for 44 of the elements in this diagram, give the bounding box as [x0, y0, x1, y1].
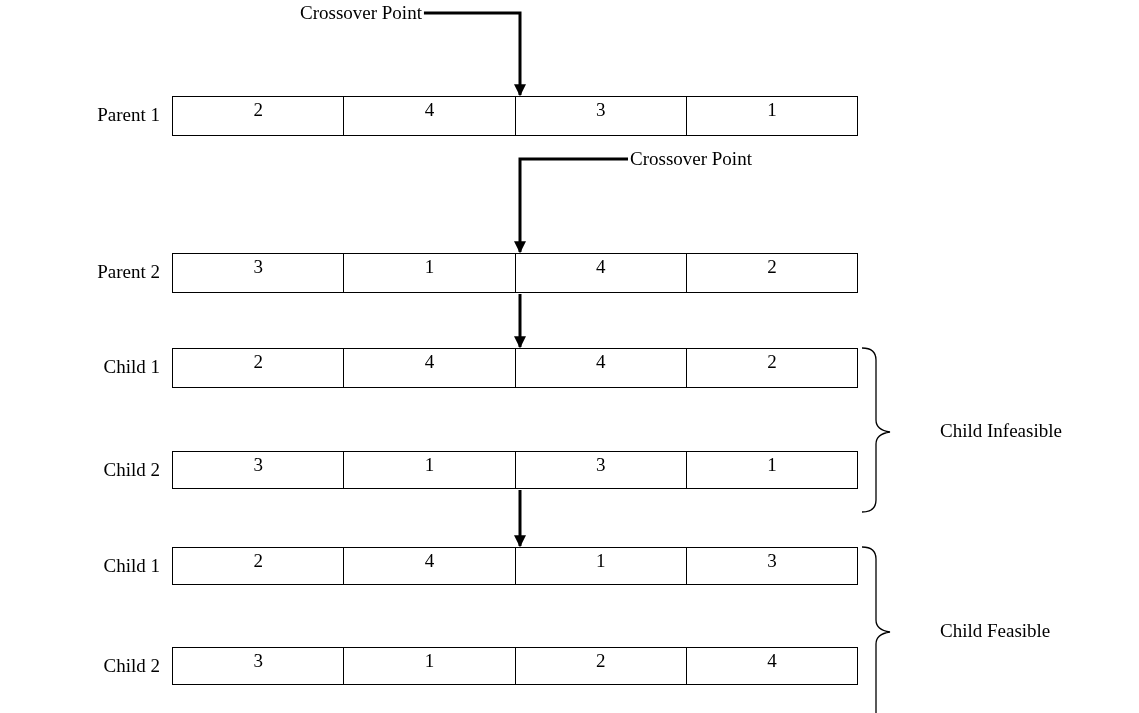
gene-value: 4: [514, 349, 686, 387]
row-label: Parent 1: [97, 104, 160, 126]
row-label: Parent 2: [97, 261, 160, 283]
gene-value: 1: [514, 548, 686, 584]
gene-value: 3: [252, 453, 264, 477]
gene-value: 4: [343, 548, 515, 584]
gene-value: 1: [685, 97, 857, 135]
gene-value: 3: [514, 452, 686, 488]
bracket-label: Child Infeasible: [940, 420, 1062, 442]
gene-value: 2: [252, 549, 264, 573]
gene-value: 3: [252, 649, 264, 673]
gene-value: 4: [343, 349, 515, 387]
gene-row: [172, 547, 858, 585]
gene-value: 4: [343, 97, 515, 135]
row-label: Child 1: [103, 356, 160, 378]
gene-row: [172, 348, 858, 388]
gene-value: 1: [343, 648, 515, 684]
gene-value: 1: [685, 452, 857, 488]
gene-value: 2: [252, 350, 264, 374]
arrow: [423, 11, 526, 97]
row-label: Child 1: [103, 555, 160, 577]
gene-row: [172, 96, 858, 136]
gene-value: 1: [343, 452, 515, 488]
gene-value: 4: [685, 648, 857, 684]
gene-value: 3: [514, 97, 686, 135]
annotation-text: Crossover Point: [300, 2, 422, 24]
arrow: [514, 157, 628, 254]
arrow: [514, 294, 526, 349]
row-label: Child 2: [103, 655, 160, 677]
gene-value: 3: [252, 255, 264, 279]
gene-value: 1: [343, 254, 515, 292]
gene-row: [172, 647, 858, 685]
gene-value: 2: [252, 98, 264, 122]
annotation-text: Crossover Point: [630, 148, 752, 170]
row-label: Child 2: [103, 459, 160, 481]
gene-value: 2: [685, 349, 857, 387]
bracket-label: Child Feasible: [940, 620, 1051, 642]
gene-value: 4: [514, 254, 686, 292]
arrow: [514, 490, 526, 548]
gene-value: 3: [685, 548, 857, 584]
gene-value: 2: [514, 648, 686, 684]
gene-row: [172, 253, 858, 293]
gene-value: 2: [685, 254, 857, 292]
gene-row: [172, 451, 858, 489]
